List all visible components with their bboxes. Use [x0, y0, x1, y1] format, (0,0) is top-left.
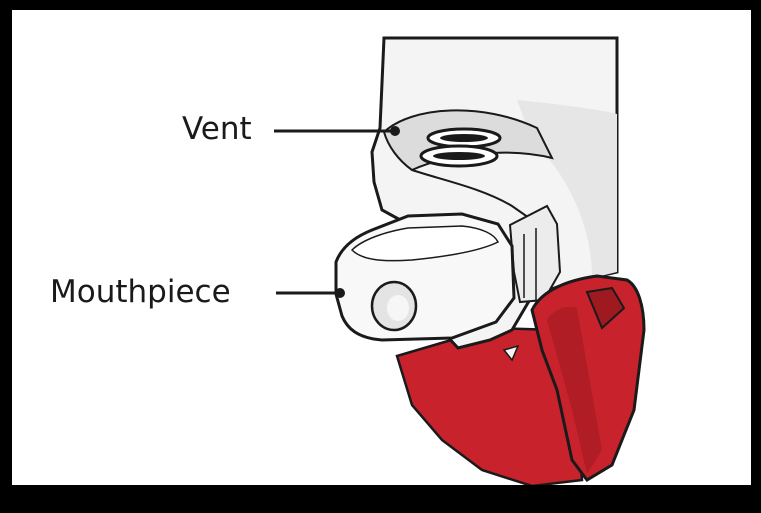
mouthpiece-label: Mouthpiece	[50, 277, 231, 308]
mouthpiece-leader-dot	[335, 288, 345, 298]
diagram-panel: Vent Mouthpiece	[12, 10, 751, 485]
vent-label: Vent	[182, 114, 252, 145]
vent-leader-dot	[390, 126, 400, 136]
inhaler-illustration	[12, 10, 751, 485]
